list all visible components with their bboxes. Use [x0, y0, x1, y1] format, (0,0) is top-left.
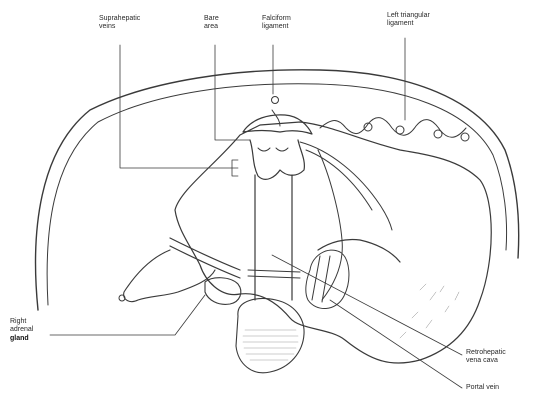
- suprahepatic-veins-label: Suprahepatic veins: [99, 15, 140, 31]
- suprahepatic-vein-trunks: [250, 140, 304, 179]
- bare-area-label: Bare area: [204, 15, 219, 31]
- liver-left-lobe-edge: [318, 150, 342, 300]
- diaphragm-crus: [300, 142, 392, 230]
- retrohepatic-vena-cava-label: Retrohepatic vena cava: [466, 349, 506, 365]
- duodenum-texture: [243, 330, 298, 360]
- ligament-node: [461, 133, 469, 141]
- falciform-ligament-label: Falciform ligament: [262, 15, 291, 31]
- leader-retrohepatic-vena-cava: [272, 255, 462, 355]
- right-adrenal-gland: [124, 250, 215, 302]
- left-triangular-ligament: [320, 118, 466, 138]
- gland-label: gland: [10, 335, 29, 343]
- retractor-bar: [170, 238, 240, 278]
- portal-vein-label: Portal vein: [466, 384, 499, 392]
- ligament-node: [396, 126, 404, 134]
- leader-bare-area: [215, 45, 250, 140]
- kidney-upper-pole: [205, 278, 241, 305]
- stomach-stippling: [400, 284, 459, 338]
- left-triangular-ligament-label: Left triangular ligament: [387, 12, 430, 28]
- diaphragm-outer-arc: [36, 70, 519, 310]
- portal-vein-trunk: [312, 256, 330, 302]
- portal-vein-branch: [318, 239, 400, 262]
- falciform-ligament-tip: [272, 97, 279, 104]
- right-adrenal-label: Right adrenal: [10, 318, 33, 334]
- duodenum-outline: [236, 299, 304, 373]
- suprahepatic-vein-ostia: [258, 148, 288, 151]
- ligament-node: [434, 130, 442, 138]
